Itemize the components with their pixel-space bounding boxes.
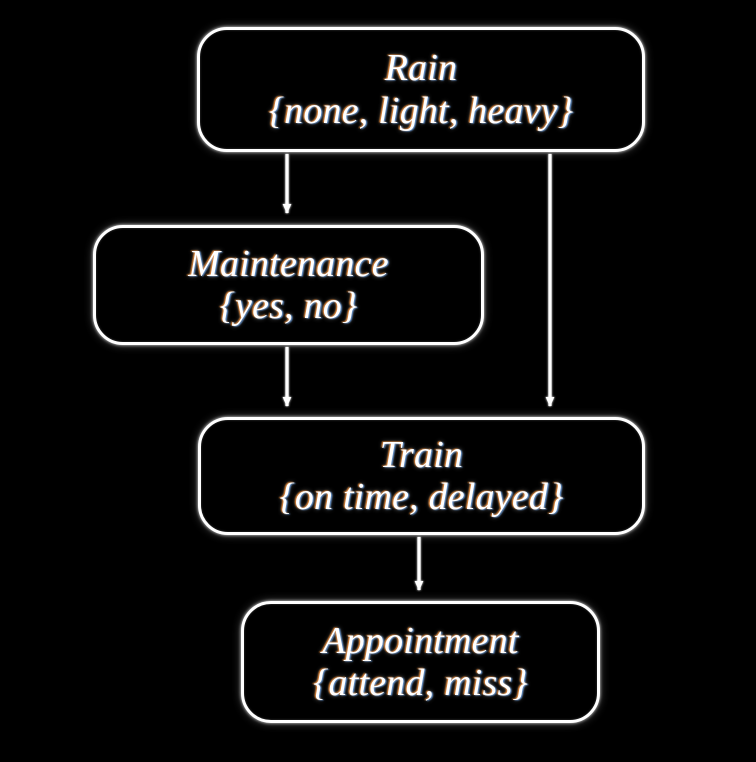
node-train-states: {on time, delayed}: [279, 476, 564, 518]
node-rain-label: Rain: [384, 47, 458, 90]
node-appointment[interactable]: Appointment {attend, miss}: [241, 601, 600, 723]
node-train[interactable]: Train {on time, delayed}: [198, 417, 645, 535]
node-appointment-states: {attend, miss}: [313, 662, 528, 704]
node-appointment-label: Appointment: [322, 619, 519, 662]
node-train-label: Train: [379, 433, 464, 476]
node-maintenance[interactable]: Maintenance {yes, no}: [93, 225, 484, 345]
node-maintenance-label: Maintenance: [188, 242, 389, 285]
node-rain[interactable]: Rain {none, light, heavy}: [197, 27, 645, 152]
node-rain-states: {none, light, heavy}: [268, 89, 574, 132]
node-maintenance-states: {yes, no}: [219, 285, 358, 327]
